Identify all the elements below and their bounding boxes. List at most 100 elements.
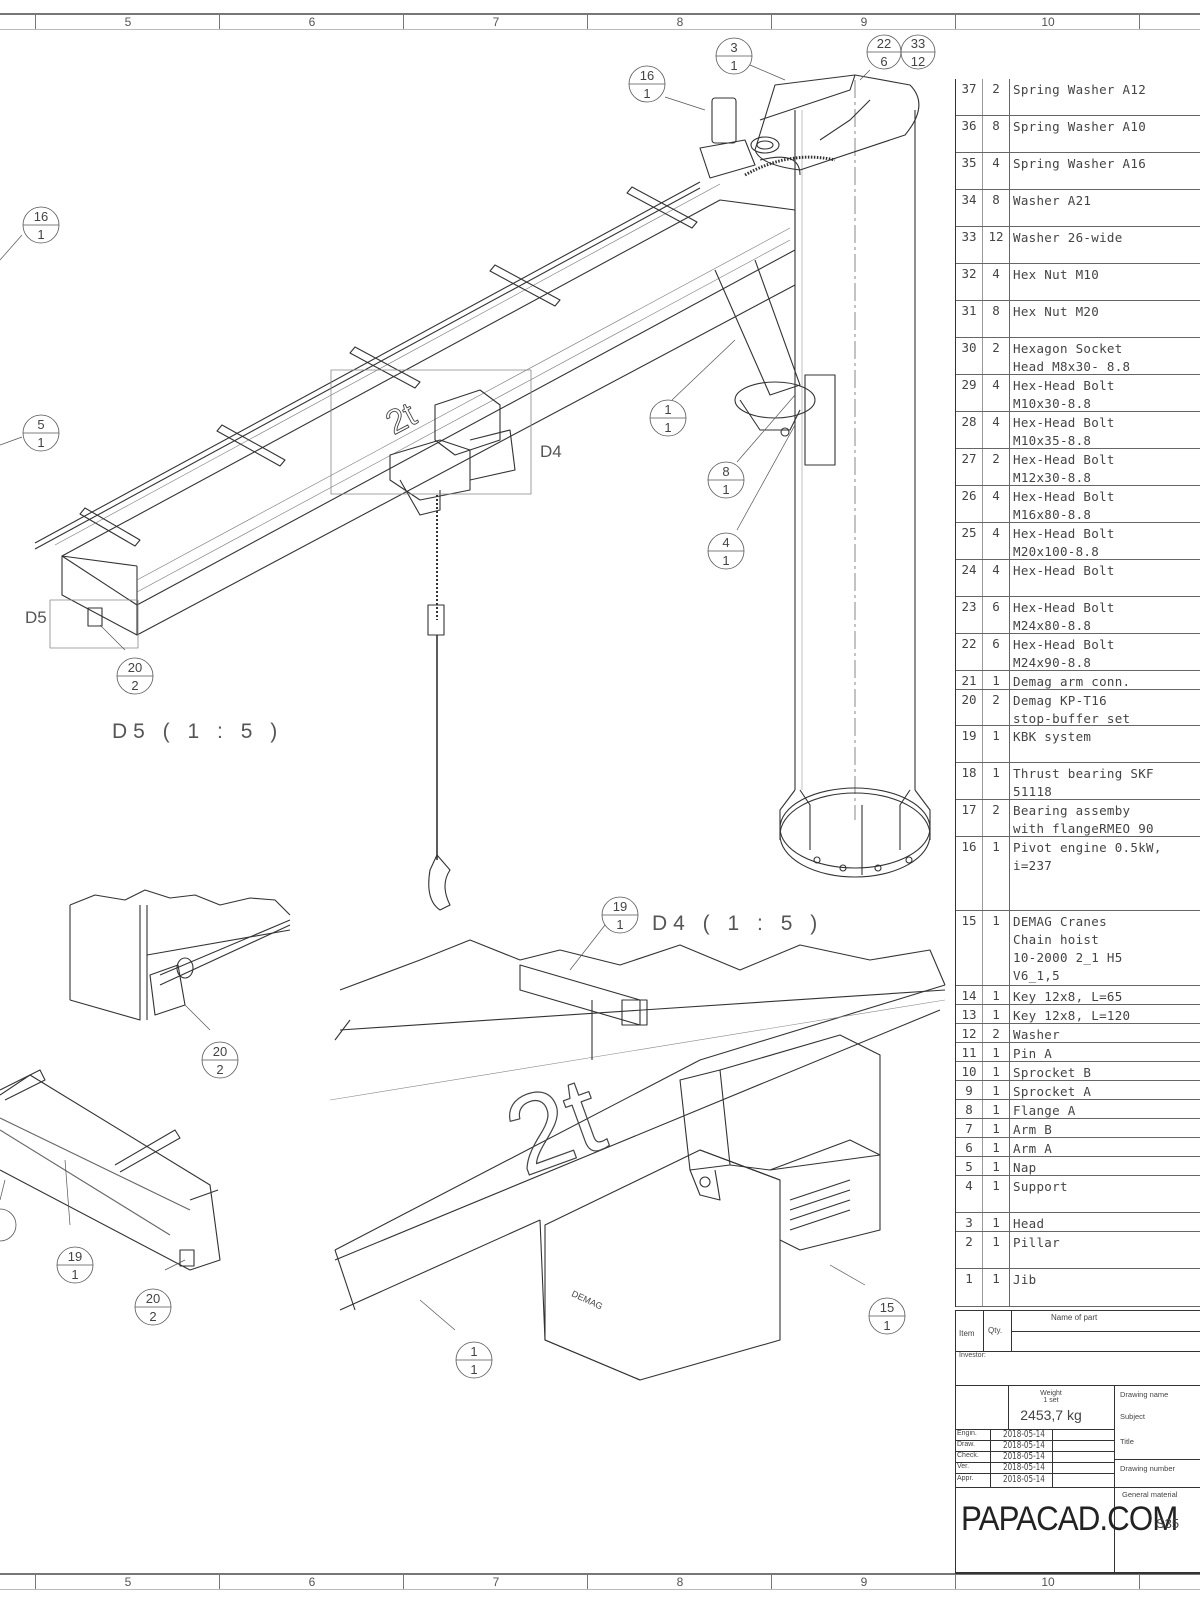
callout-16-1-top xyxy=(628,65,666,103)
callout-item: 22 xyxy=(877,36,891,51)
weight-label: Weight 1 set xyxy=(1040,1390,1062,1404)
bom-quantity: 1 xyxy=(983,1043,1010,1061)
bom-item-number: 28 xyxy=(956,412,983,448)
bom-header: Item Qty. Name of part xyxy=(955,1310,1200,1352)
bom-item-number: 22 xyxy=(956,634,983,670)
callout-qty: 1 xyxy=(643,86,650,101)
bom-part-name: Spring Washer A16 xyxy=(1013,156,1147,171)
sig-role: Engin. xyxy=(957,1430,977,1437)
subject-label: Subject xyxy=(1120,1412,1146,1421)
bom-part-name: Demag arm conn. xyxy=(1013,674,1131,689)
zone-10: 10 xyxy=(955,1575,1140,1589)
bom-item-number: 21 xyxy=(956,671,983,689)
bom-quantity: 2 xyxy=(983,338,1010,374)
bom-part-name: Hex-Head Bolt M16x80-8.8 xyxy=(1013,489,1115,522)
detail-d5-scale-label: D5 ( 1 : 5 ) xyxy=(112,720,284,743)
hoist-drawing xyxy=(389,389,516,911)
callout-item: 16 xyxy=(34,209,48,224)
bom-quantity: 1 xyxy=(983,986,1010,1004)
sig-role: Draw. xyxy=(957,1441,975,1448)
pillar-drawing xyxy=(779,80,931,878)
zone-6: 6 xyxy=(219,15,404,29)
bom-part-name: Spring Washer A10 xyxy=(1013,119,1147,134)
bom-quantity: 1 xyxy=(983,1081,1010,1099)
bom-item-number: 36 xyxy=(956,116,983,152)
callout-qty: 6 xyxy=(880,54,887,69)
detail-d4-scale-label: D4 ( 1 : 5 ) xyxy=(652,912,824,935)
bom-quantity: 4 xyxy=(983,264,1010,300)
bom-quantity: 1 xyxy=(983,837,1010,910)
callout-item: 1 xyxy=(470,1344,477,1359)
capacity-mark-main: 2t xyxy=(380,395,423,442)
bom-quantity: 2 xyxy=(983,79,1010,115)
callout-20-2-main xyxy=(116,657,154,695)
bom-item-number: 11 xyxy=(956,1043,983,1061)
zone-7: 7 xyxy=(403,15,588,29)
bom-quantity: 4 xyxy=(983,560,1010,596)
callout-19-1-d4 xyxy=(601,896,639,934)
zone-5: 5 xyxy=(35,1575,220,1589)
bom-quantity: 1 xyxy=(983,671,1010,689)
bom-item-number: 35 xyxy=(956,153,983,189)
bom-item-number: 19 xyxy=(956,726,983,762)
bom-part-name: Spring Washer A12 xyxy=(1013,82,1147,97)
callout-qty: 1 xyxy=(71,1267,78,1282)
callout-item: 20 xyxy=(213,1044,227,1059)
callout-19-1-lower xyxy=(56,1246,94,1284)
bom-part-name: Hexagon Socket Head M8x30- 8.8 xyxy=(1013,341,1131,374)
bom-quantity: 1 xyxy=(983,763,1010,799)
bom-quantity: 1 xyxy=(983,1269,1010,1306)
title-block: Investor: Weight 1 set 2453,7 kg Engin. … xyxy=(955,1350,1200,1574)
bom-quantity: 1 xyxy=(983,1119,1010,1137)
bom-quantity: 1 xyxy=(983,1232,1010,1268)
zone-8: 8 xyxy=(587,1575,772,1589)
bom-quantity: 1 xyxy=(983,1100,1010,1118)
callout-item: 20 xyxy=(146,1291,160,1306)
bom-quantity: 4 xyxy=(983,153,1010,189)
callout-qty: 12 xyxy=(911,54,925,69)
bom-item-number: 34 xyxy=(956,190,983,226)
callout-item: 20 xyxy=(128,660,142,675)
bom-header-item: Item xyxy=(959,1329,975,1338)
callout-item: 4 xyxy=(722,535,729,550)
bom-item-number: 1 xyxy=(956,1269,983,1306)
bom-item-number: 13 xyxy=(956,1005,983,1023)
bom-item-number: 2 xyxy=(956,1232,983,1268)
detail-d4-frame xyxy=(330,369,532,495)
drawing-name-label: Drawing name xyxy=(1120,1390,1169,1399)
bom-item-number: 8 xyxy=(956,1100,983,1118)
head-drawing xyxy=(754,74,920,176)
bom-part-name: Hex Nut M20 xyxy=(1013,304,1100,319)
callout-qty: 2 xyxy=(149,1309,156,1324)
bom-part-name: Hex-Head Bolt M24x80-8.8 xyxy=(1013,600,1115,633)
bom-item-number: 20 xyxy=(956,690,983,725)
bom-part-name: Hex-Head Bolt M12x30-8.8 xyxy=(1013,452,1115,485)
pivot-engine-drawing xyxy=(699,97,836,179)
bom-item-number: 5 xyxy=(956,1157,983,1175)
bom-item-number: 27 xyxy=(956,449,983,485)
leader-lines xyxy=(0,64,871,1331)
bom-quantity: 12 xyxy=(983,227,1010,263)
bom-item-number: 31 xyxy=(956,301,983,337)
callout-4-1 xyxy=(707,532,745,570)
bom-quantity: 2 xyxy=(983,800,1010,836)
zone-8: 8 xyxy=(587,15,772,29)
bom-part-name: Washer A21 xyxy=(1013,193,1092,208)
sig-role: Ver. xyxy=(957,1463,970,1470)
